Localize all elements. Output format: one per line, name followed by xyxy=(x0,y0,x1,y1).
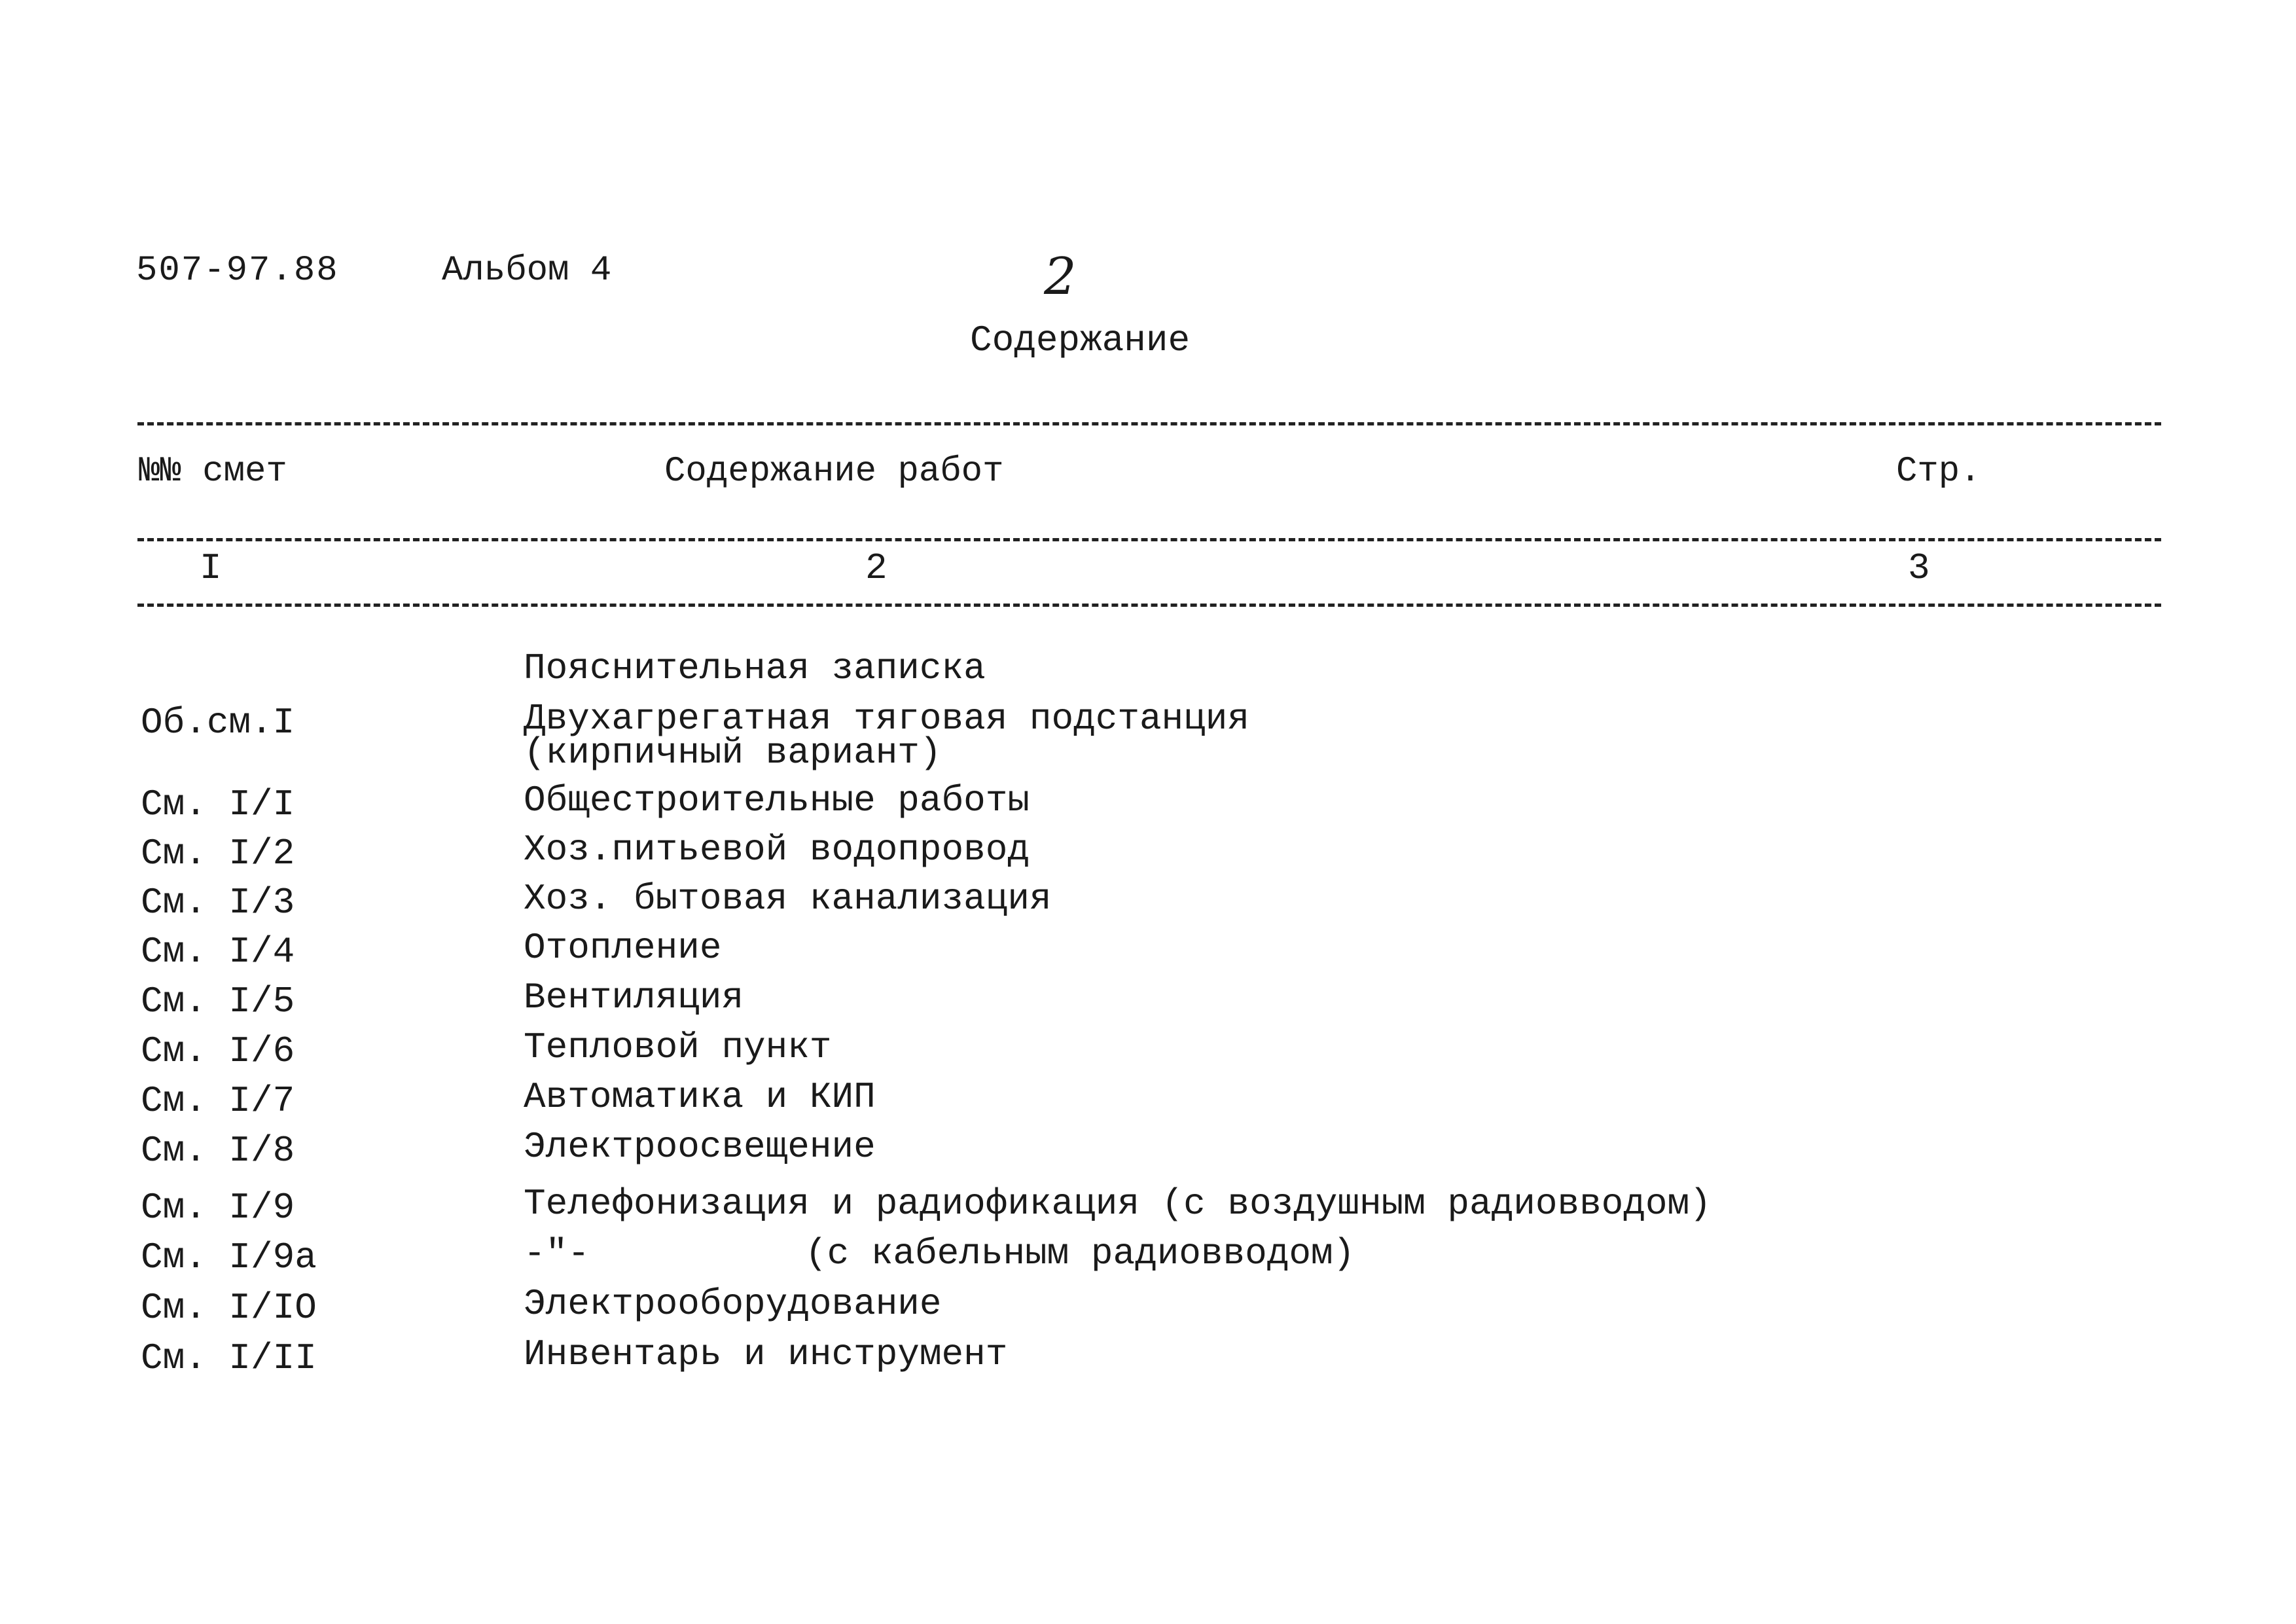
column-number-2: 2 xyxy=(865,547,888,589)
list-item-code: См. I/7 xyxy=(141,1080,295,1122)
list-item-desc: Хоз.питьевой водопровод xyxy=(524,829,1030,871)
list-item-code: См. I/8 xyxy=(141,1130,295,1172)
column-header-estimate-no: №№ смет xyxy=(139,452,287,492)
column-header-page: Стр. xyxy=(1896,452,1981,492)
list-item-code: См. I/9 xyxy=(141,1187,295,1229)
list-item-desc: Телефонизация и радиофикация (с воздушны… xyxy=(524,1183,1712,1225)
column-number-1: I xyxy=(200,547,222,589)
list-item-code: См. I/6 xyxy=(141,1030,295,1072)
list-item-code: См. I/4 xyxy=(141,931,295,973)
list-item-code: См. I/9а xyxy=(141,1236,317,1278)
column-number-3: 3 xyxy=(1908,547,1930,589)
column-header-contents: Содержание работ xyxy=(664,452,1004,492)
list-item-desc: Автоматика и КИП xyxy=(524,1076,876,1118)
document-code: 507-97.88 xyxy=(136,251,339,291)
list-item-desc: Общестроительные работы xyxy=(524,780,1030,821)
list-item-desc: Электрооборудование xyxy=(524,1283,942,1325)
list-item-desc: Хоз. бытовая канализация xyxy=(524,878,1052,920)
list-item-code: См. I/II xyxy=(141,1337,317,1379)
album-label: Альбом 4 xyxy=(442,251,612,291)
list-item-desc: Двухагрегатная тяговая подстанция (кирпи… xyxy=(524,698,1249,774)
list-item-desc: Инвентарь и инструмент xyxy=(524,1333,1008,1375)
list-item-desc-line1: Двухагрегатная тяговая подстанция xyxy=(524,698,1249,740)
list-item-code: Об.см.I xyxy=(141,702,295,744)
list-item-code: См. I/IO xyxy=(141,1287,317,1329)
dashed-divider-top xyxy=(137,422,2161,425)
dashed-divider-bottom xyxy=(137,604,2161,607)
list-item-desc: -"- (с кабельным радиовводом) xyxy=(524,1233,1355,1274)
list-item-desc-rest: (с кабельным радиовводом) xyxy=(805,1233,1355,1274)
list-item-desc: Отопление xyxy=(524,927,722,969)
dashed-divider-middle xyxy=(137,538,2161,541)
page-number: 2 xyxy=(1044,247,1077,306)
list-item-code: См. I/I xyxy=(141,784,295,825)
ditto-mark: -"- xyxy=(524,1233,590,1274)
list-item-desc: Тепловой пункт xyxy=(524,1026,832,1068)
list-item-desc-line2: (кирпичный вариант) xyxy=(524,732,942,774)
list-item-desc: Вентиляция xyxy=(524,977,744,1019)
list-item-code: См. I/3 xyxy=(141,882,295,924)
list-item-desc: Электроосвещение xyxy=(524,1126,876,1168)
list-item-desc: Пояснительная записка xyxy=(524,647,986,689)
list-item-code: См. I/2 xyxy=(141,833,295,875)
list-item-code: См. I/5 xyxy=(141,981,295,1022)
page-title: Содержание xyxy=(970,319,1191,361)
